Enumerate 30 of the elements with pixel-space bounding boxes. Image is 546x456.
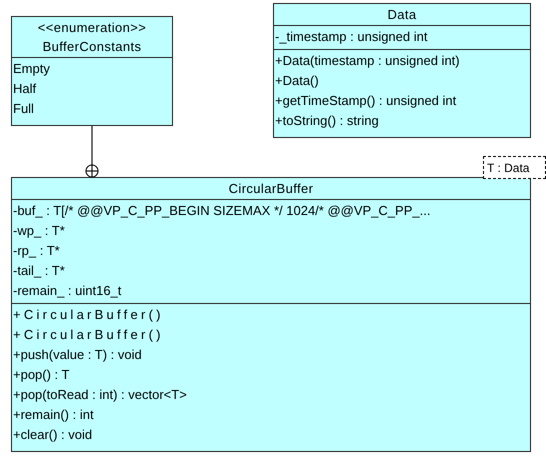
operation-text: +remain() : int [12,406,95,424]
attribute-text: -remain_ : uint16_t [12,282,122,300]
template-parameter-box [483,156,546,179]
attribute-text: -tail_ : T* [12,262,66,280]
class-name: BufferConstants [42,38,142,56]
enum-literal: Empty [12,60,51,78]
enum-literal: Half [12,80,38,98]
operation-text: +pop(toRead : int) : vector<T> [12,386,188,404]
operation-text: +getTimeStamp() : unsigned int [274,92,458,110]
operation-text: +toString() : string [274,112,380,130]
attribute-text: -_timestamp : unsigned int [274,28,428,46]
enum-literal: Full [12,100,35,118]
nesting-connector [86,126,98,178]
operation-text: +Data() [274,72,320,90]
operation-text: +CircularBuffer() [12,326,165,344]
operation-text: +clear() : void [12,426,94,444]
operation-text: +push(value : T) : void [12,346,143,364]
attribute-text: -rp_ : T* [12,242,61,260]
operation-text: +CircularBuffer() [12,306,165,324]
uml-class-box [11,16,173,126]
uml-class-box [11,177,531,452]
class-name: CircularBuffer [228,180,314,198]
operation-text: +pop() : T [12,366,70,384]
stereotype-label: <<enumeration>> [36,19,148,37]
template-parameter-text: T : Data [487,160,530,176]
attribute-text: -wp_ : T* [12,222,66,240]
uml-class-box [273,3,531,138]
operation-text: +Data(timestamp : unsigned int) [274,52,461,70]
attribute-text: -buf_ : T[/* @@VP_C_PP_BEGIN SIZEMAX */ 1024/* @@VP_C_PP_... [12,202,432,220]
class-name: Data [386,6,418,24]
